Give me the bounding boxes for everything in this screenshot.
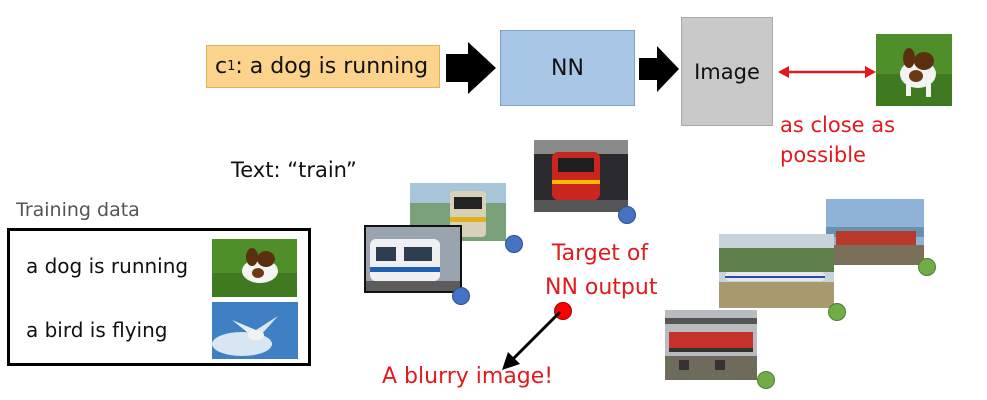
target-note-line2: NN output (545, 275, 658, 300)
train-photo-highspeed (719, 234, 834, 308)
train-dot-blue (618, 206, 636, 224)
blurry-note: A blurry image! (382, 364, 554, 389)
train-dot-green (828, 303, 846, 321)
image-box: Image (681, 17, 773, 126)
nn-label: NN (551, 55, 584, 81)
target-note: Target of NN output (545, 237, 658, 305)
train-dot-blue (452, 287, 470, 305)
train-dot-blue (505, 235, 523, 253)
target-note-line1: Target of (551, 241, 649, 266)
arrow-to-image-icon (639, 46, 679, 92)
train-dot-green (918, 258, 936, 276)
train-photo-station (665, 310, 757, 380)
arrow-to-blurry-icon (502, 310, 562, 370)
arrow-to-nn-icon (446, 42, 496, 94)
train-photo-red (534, 140, 628, 212)
condition-prefix: c (215, 54, 228, 79)
close-note: as close as possible (780, 110, 895, 170)
image-label: Image (694, 59, 760, 84)
training-bird-photo (212, 302, 298, 359)
training-caption-dog: a dog is running (26, 254, 189, 278)
condition-text: : a dog is running (235, 54, 429, 79)
train-photo-white (364, 225, 462, 293)
training-data-title: Training data (16, 199, 140, 221)
training-dog-photo (212, 239, 297, 297)
double-arrow-icon (778, 66, 876, 78)
condition-superscript: 1 (227, 59, 236, 74)
dog-photo-target (876, 34, 952, 106)
nn-box: NN (500, 30, 635, 106)
training-caption-bird: a bird is flying (26, 318, 168, 342)
close-note-line1: as close as (780, 113, 896, 137)
train-dot-green (757, 371, 775, 389)
text-train-label: Text: “train” (231, 158, 357, 182)
close-note-line2: possible (780, 143, 866, 167)
train-photo-coast (826, 199, 924, 265)
training-data-box (7, 228, 311, 366)
